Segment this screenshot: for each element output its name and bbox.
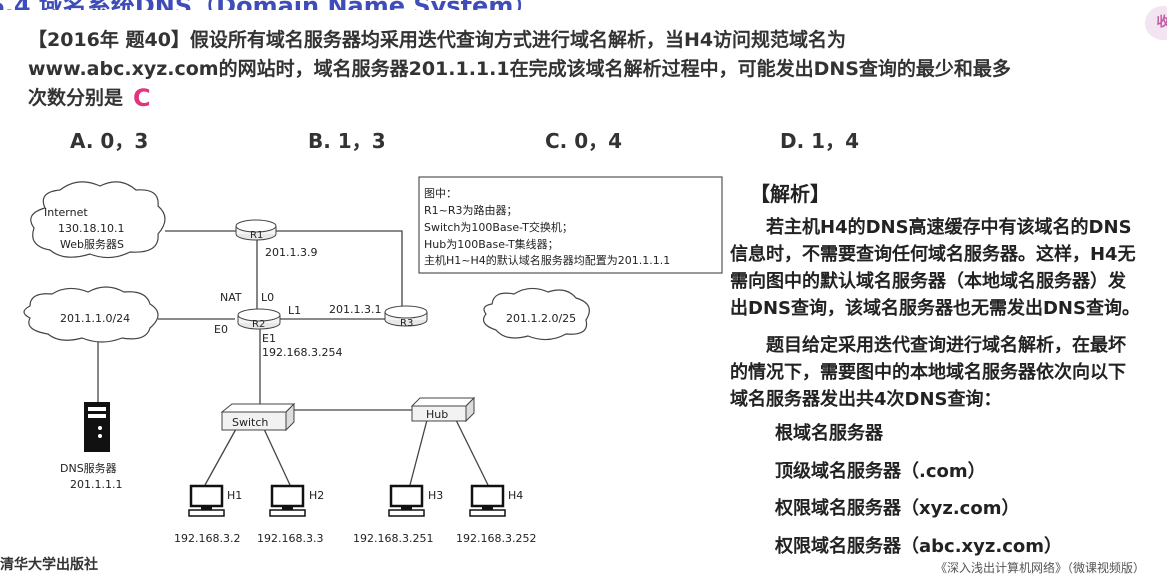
host-h2-name: H2 (309, 489, 324, 502)
router-r1-label: R1 (250, 230, 263, 241)
nat-label: NAT (220, 291, 242, 304)
analysis-para1-line: 需向图中的默认域名服务器（本地域名服务器）发 (730, 271, 1126, 292)
router-r2: R2 (237, 308, 281, 330)
server-item-xyz: 权限域名服务器（xyz.com） (775, 498, 1020, 519)
analysis-para1-line: 出DNS查询，该域名服务器也无需发出DNS查询。 (730, 298, 1140, 319)
question-text: 【2016年 题40】假设所有域名服务器均采用迭代查询方式进行域名解析，当H4访… (28, 26, 1028, 113)
server-item-root: 根域名服务器 (775, 423, 883, 444)
host-h3-name: H3 (428, 489, 443, 502)
link-r1-r3 (276, 230, 403, 310)
analysis-para2-line: 的情况下，需要图中的本地域名服务器依次向以下 (730, 362, 1126, 383)
web-server-ip: 130.18.10.1 (58, 222, 124, 235)
host-h4-name: H4 (508, 489, 523, 502)
option-b: B. 1，3 (308, 129, 386, 153)
answer-mark: C (133, 84, 151, 112)
server-item-abc: 权限域名服务器（abc.xyz.com） (775, 535, 1062, 557)
host-h1: H1 192.168.3.2 (174, 484, 242, 545)
option-c: C. 0，4 (545, 129, 623, 153)
internet-label: Internet (44, 206, 88, 219)
e1-ip: 192.168.3.254 (262, 346, 342, 359)
host-h3: H3 192.168.3.251 (353, 484, 443, 545)
analysis-heading: 【解析】 (750, 182, 830, 206)
hub-device: Hub (410, 396, 476, 423)
analysis-para2-line: 题目给定采用迭代查询进行域名解析，在最坏 (766, 335, 1126, 356)
left-network-label: 201.1.1.0/24 (60, 312, 130, 325)
switch-device: Switch (220, 402, 296, 432)
host-h2-ip: 192.168.3.3 (257, 532, 323, 545)
legend-line-5: 主机H1~H4的默认域名服务器均配置为201.1.1.1 (424, 253, 670, 267)
router-r2-label: R2 (252, 319, 265, 330)
right-network-label: 201.1.2.0/25 (506, 312, 576, 325)
host-h3-ip: 192.168.3.251 (353, 532, 433, 545)
legend-line-3: Switch为100Base-T交换机； (424, 220, 573, 234)
legend-line-2: R1~R3为路由器； (424, 203, 518, 217)
router-r3: R3 (384, 305, 428, 329)
host-h1-name: H1 (227, 489, 242, 502)
e1-label: E1 (262, 332, 276, 345)
book-reference: 《深入浅出计算机网络》（微课视频版） (935, 561, 1146, 575)
dns-server-icon (84, 402, 110, 452)
left-network-cloud (23, 286, 159, 343)
dns-server-ip: 201.1.1.1 (70, 478, 122, 491)
l1-label: L1 (288, 304, 301, 317)
r2-r3-ip: 201.1.3.1 (329, 303, 381, 316)
hub-label: Hub (426, 408, 448, 421)
dns-server-label: DNS服务器 (60, 462, 117, 475)
publisher-logo: 清华大学出版社 (0, 557, 98, 573)
l0-label: L0 (261, 291, 274, 304)
host-h1-ip: 192.168.3.2 (174, 532, 240, 545)
analysis-para1-line: 信息时，不需要查询任何域名服务器。这样，H4无 (730, 244, 1136, 265)
e0-label: E0 (214, 323, 228, 336)
analysis-para1-line: 若主机H4的DNS高速缓存中有该域名的DNS (766, 217, 1132, 238)
link-switch-h2 (263, 428, 291, 486)
links (97, 230, 489, 486)
analysis-body: 若主机H4的DNS高速缓存中有该域名的DNS 信息时，不需要查询任何域名服务器。… (730, 214, 1167, 413)
network-diagram: Internet 130.18.10.1 Web服务器S 201.1.1.0/2… (23, 176, 723, 545)
router-r1: R1 (235, 219, 277, 241)
favorite-badge[interactable]: 收 (1145, 6, 1167, 40)
link-switch-h1 (204, 428, 237, 486)
server-list: 根域名服务器 顶级域名服务器（.com） 权限域名服务器（xyz.com） 权限… (775, 420, 1062, 570)
analysis-para2-line: 域名服务器发出共4次DNS查询： (730, 389, 1002, 410)
host-h4: H4 192.168.3.252 (456, 484, 536, 545)
host-h4-ip: 192.168.3.252 (456, 532, 536, 545)
web-server-label: Web服务器S (60, 238, 124, 251)
server-item-tld: 顶级域名服务器（.com） (775, 460, 986, 482)
link-hub-h3 (409, 419, 428, 486)
r1-r2-ip: 201.1.3.9 (265, 246, 317, 259)
question-body: 【2016年 题40】假设所有域名服务器均采用迭代查询方式进行域名解析，当H4访… (28, 29, 1011, 109)
legend-line-4: Hub为100Base-T集线器； (424, 237, 559, 251)
right-network-cloud (483, 287, 590, 341)
option-a: A. 0，3 (70, 129, 149, 153)
router-r3-label: R3 (400, 318, 413, 329)
legend-line-1: 图中： (424, 187, 457, 200)
link-hub-h4 (455, 419, 489, 486)
host-h2: H2 192.168.3.3 (257, 484, 324, 545)
internet-cloud (30, 181, 166, 259)
switch-label: Switch (232, 416, 268, 429)
section-title: 6.4 域名系统DNS（Domain Name System） (0, 0, 560, 10)
option-d: D. 1，4 (780, 129, 859, 153)
legend-box (418, 176, 723, 274)
